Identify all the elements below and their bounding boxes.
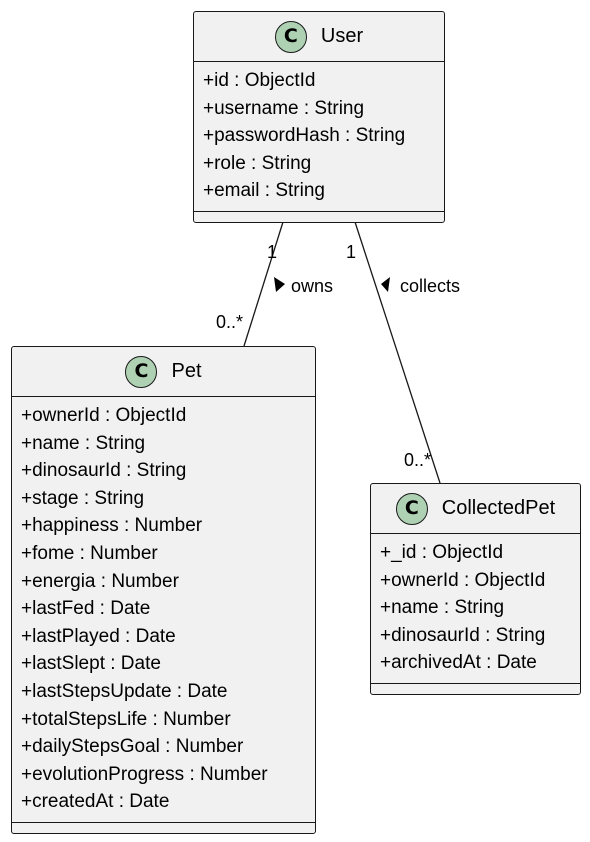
attribute: +lastStepsUpdate : Date [21,680,228,702]
owns-association-line [243,221,284,347]
user-attributes: +id : ObjectId +username : String +passw… [194,62,444,212]
attribute: +ownerId : ObjectId [380,569,546,591]
pet-class[interactable]: C Pet +ownerId : ObjectId +name : String… [11,346,316,834]
user-class-header: C User [194,12,444,62]
collects-target-multiplicity: 0..* [404,450,432,470]
attribute: +totalStepsLife : Number [21,708,231,730]
user-methods-compartment [194,212,444,222]
pet-class-header: C Pet [12,347,315,397]
owns-source-multiplicity: 1 [267,242,278,262]
owns-target-multiplicity: 0..* [216,312,244,332]
attribute: +username : String [203,97,365,119]
attribute: +lastSlept : Date [21,653,161,675]
attribute: +role : String [203,152,312,174]
attribute: +stage : String [21,487,145,509]
pet-methods-compartment [12,823,315,833]
collected-pet-class-header: C CollectedPet [371,484,580,534]
attribute: +name : String [21,432,146,454]
attribute: +dinosaurId : String [380,624,546,646]
class-c-icon: C [395,492,428,525]
class-c-icon: C [274,20,307,53]
pet-class-name: Pet [171,360,202,382]
user-class[interactable]: C User +id : ObjectId +username : String… [193,11,445,223]
attribute: +fome : Number [21,542,158,564]
attribute: +dailyStepsGoal : Number [21,736,244,758]
attribute: +happiness : Number [21,515,203,537]
attribute: +createdAt : Date [21,791,170,813]
collects-direction-arrow-icon [381,277,390,292]
user-class-name: User [320,25,364,47]
class-c-icon: C [125,355,158,388]
collected-pet-class-name: CollectedPet [441,497,556,519]
attribute: +id : ObjectId [203,70,316,91]
attribute: +name : String [380,597,505,619]
owns-direction-arrow-icon [274,277,285,292]
collected-pet-class[interactable]: C CollectedPet +_id : ObjectId +ownerId … [370,483,581,695]
attribute: +dinosaurId : String [21,460,187,482]
collected-pet-attributes: +_id : ObjectId +ownerId : ObjectId +nam… [371,534,580,684]
attribute: +energia : Number [21,570,179,592]
attribute: +lastPlayed : Date [21,625,176,647]
pet-attributes: +ownerId : ObjectId +name : String +dino… [12,397,315,823]
collects-source-multiplicity: 1 [346,242,357,262]
collects-label: collects [400,276,461,296]
attribute: +email : String [203,180,325,202]
collects-association-line [354,221,441,484]
owns-label: owns [291,276,334,296]
attribute: +ownerId : ObjectId [21,405,187,426]
attribute: +lastFed : Date [21,598,151,620]
attribute: +_id : ObjectId [380,542,504,563]
attribute: +evolutionProgress : Number [21,763,268,785]
attribute: +passwordHash : String [203,125,406,147]
collected-pet-methods-compartment [371,684,580,694]
attribute: +archivedAt : Date [380,652,537,674]
